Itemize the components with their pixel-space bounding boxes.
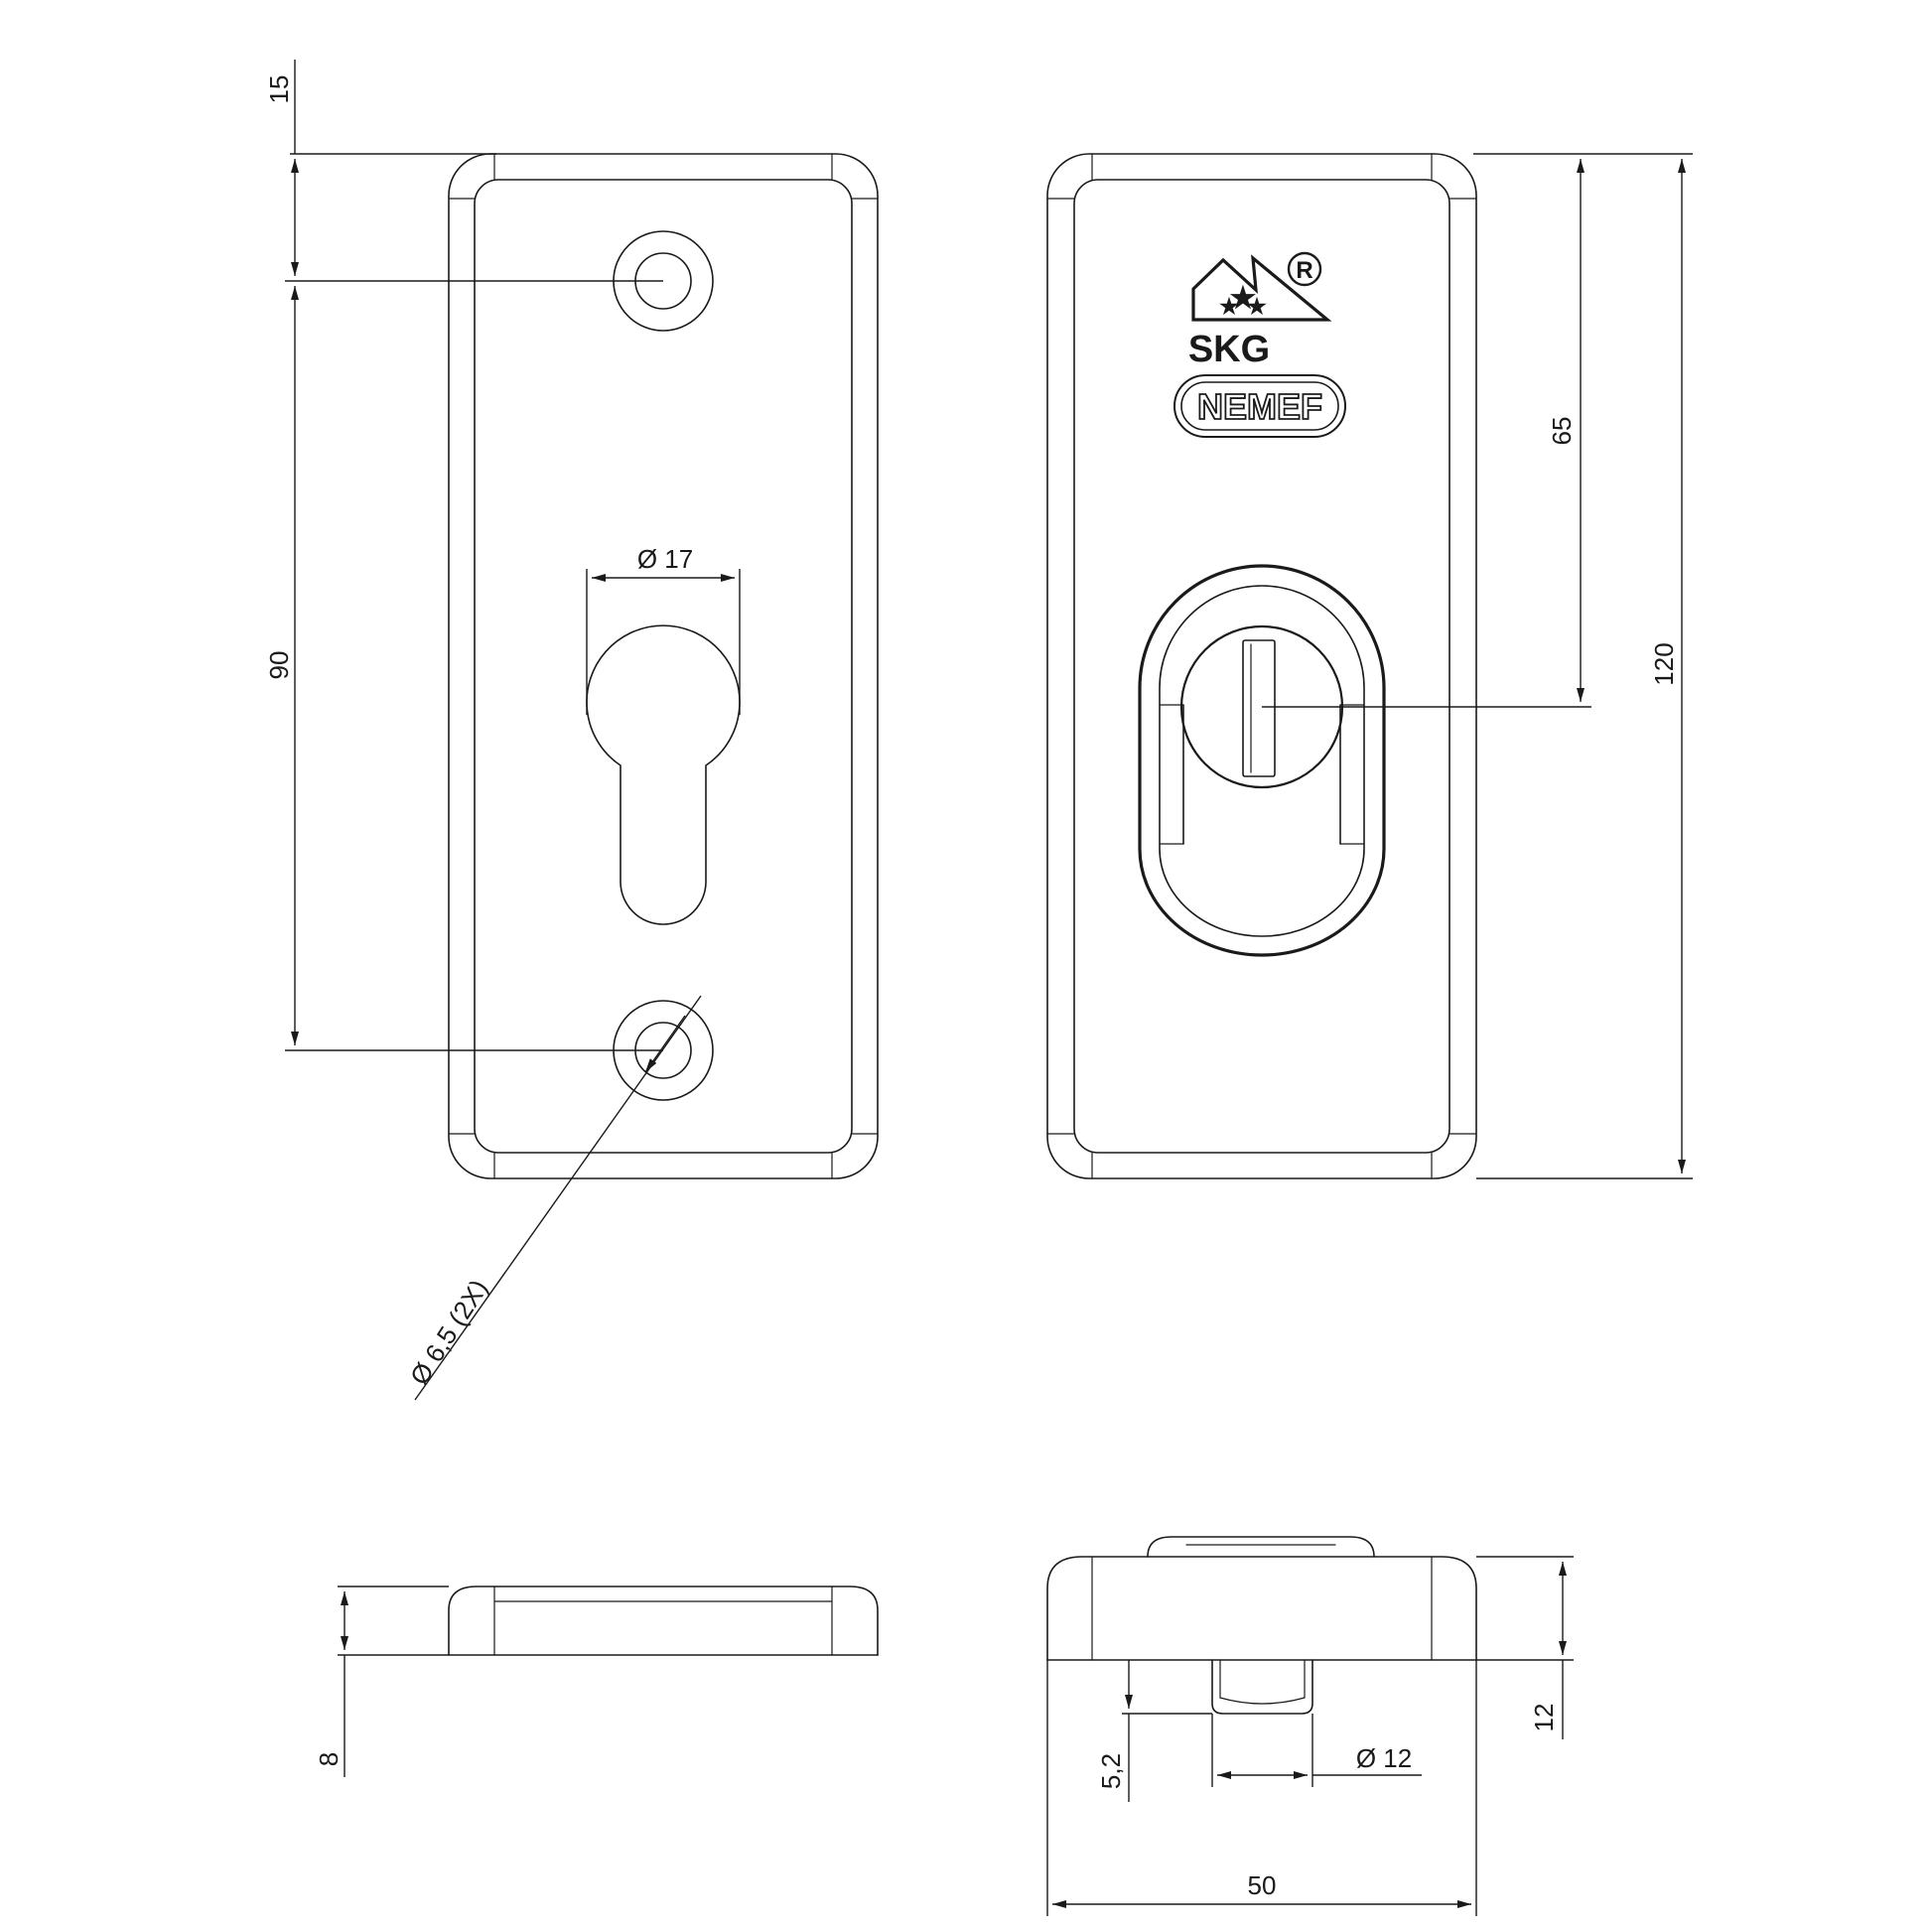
dim-screw-hole: Ø 6,5 (2X) — [404, 1274, 493, 1390]
dim-cylinder-diameter: Ø 17 — [637, 544, 693, 574]
nemef-logo: NEMEF — [1173, 374, 1346, 438]
dim-width: 50 — [1248, 1870, 1277, 1900]
dim-cover-diameter: Ø 12 — [1356, 1743, 1412, 1773]
dim-cylinder-offset: 65 — [1547, 417, 1577, 446]
dim-plate-thickness: 8 — [314, 1752, 344, 1766]
cylinder-cover — [1138, 564, 1386, 957]
dim-total-thickness: 12 — [1529, 1704, 1559, 1732]
skg-logo: ★ ★ ★ R SKG — [1188, 251, 1332, 370]
nemef-label: NEMEF — [1197, 386, 1322, 427]
cylinder-cutout — [586, 624, 741, 925]
front-plate-view: ★ ★ ★ R SKG NEMEF — [1046, 153, 1477, 1715]
dimension-labels: 15 90 Ø 17 Ø 6,5 (2X) 8 65 120 12 Ø 12 5… — [264, 75, 1679, 1900]
svg-text:★: ★ — [1219, 294, 1239, 319]
skg-label: SKG — [1188, 329, 1270, 370]
registered-mark: R — [1296, 257, 1312, 284]
dim-top-offset: 15 — [264, 75, 294, 104]
svg-text:★: ★ — [1247, 294, 1267, 319]
back-plate-view — [448, 153, 879, 1656]
front-plate-side-view — [1046, 1536, 1477, 1715]
back-plate-side-view — [448, 1586, 879, 1656]
dim-cover-height: 5,2 — [1096, 1753, 1126, 1789]
svg-text:★: ★ — [1230, 282, 1257, 315]
dimension-lines — [285, 60, 1693, 1916]
dim-hole-spacing: 90 — [264, 651, 294, 680]
dim-total-height: 120 — [1649, 642, 1679, 685]
